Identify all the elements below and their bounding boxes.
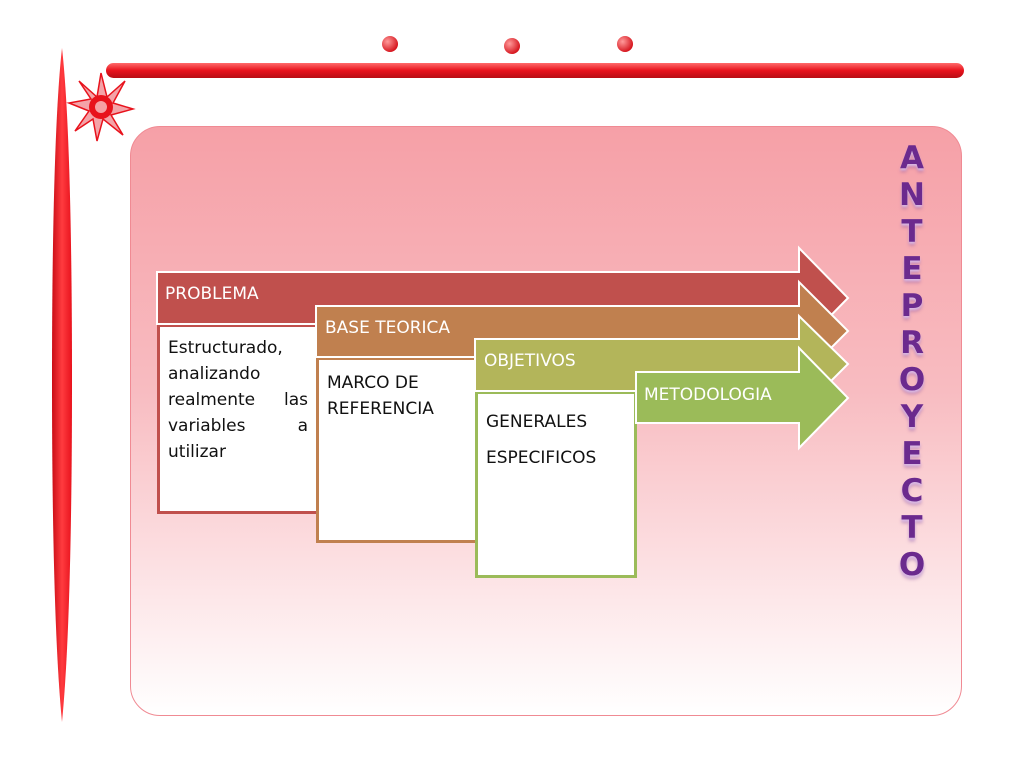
problema-label: PROBLEMA	[165, 284, 259, 304]
metodologia-arrow	[635, 345, 850, 451]
top-dot-1	[382, 36, 398, 52]
title-letter: E	[901, 436, 923, 472]
top-dot-2	[504, 38, 520, 54]
left-bar	[52, 48, 72, 722]
base-teorica-box: MARCO DE REFERENCIA	[316, 357, 484, 543]
top-bar	[106, 63, 964, 78]
title-letter: P	[900, 288, 924, 324]
problema-line-5: utilizar	[168, 442, 226, 462]
metodologia-label: METODOLOGIA	[644, 385, 772, 405]
objetivos-box: GENERALES ESPECIFICOS	[475, 391, 637, 578]
objetivos-line-1: GENERALES	[486, 412, 588, 432]
base-teorica-label: BASE TEORICA	[325, 318, 451, 338]
title-letter: T	[901, 214, 923, 250]
problema-line-2: analizando	[168, 364, 261, 384]
base-teorica-line-1: MARCO DE	[327, 373, 419, 393]
sun-ornament-icon	[66, 72, 136, 142]
title-letter: A	[900, 140, 924, 176]
title-letter: E	[901, 251, 923, 287]
title-letter: R	[900, 325, 924, 361]
objetivos-label: OBJETIVOS	[484, 351, 576, 371]
problema-line-4: variables a	[168, 416, 308, 436]
title-letter: O	[898, 547, 926, 583]
problema-line-1: Estructurado,	[168, 338, 283, 358]
title-letter: T	[901, 510, 923, 546]
base-teorica-line-2: REFERENCIA	[327, 399, 434, 419]
title-letter: N	[899, 177, 925, 213]
title-letter: O	[898, 362, 926, 398]
title-letter: Y	[900, 399, 924, 435]
title-letter: C	[900, 473, 924, 509]
top-dot-3	[617, 36, 633, 52]
problema-line-3: realmente las	[168, 390, 308, 410]
anteproyecto-vertical-title: A N T E P R O Y E C T O	[886, 140, 938, 584]
objetivos-line-2: ESPECIFICOS	[486, 448, 597, 468]
